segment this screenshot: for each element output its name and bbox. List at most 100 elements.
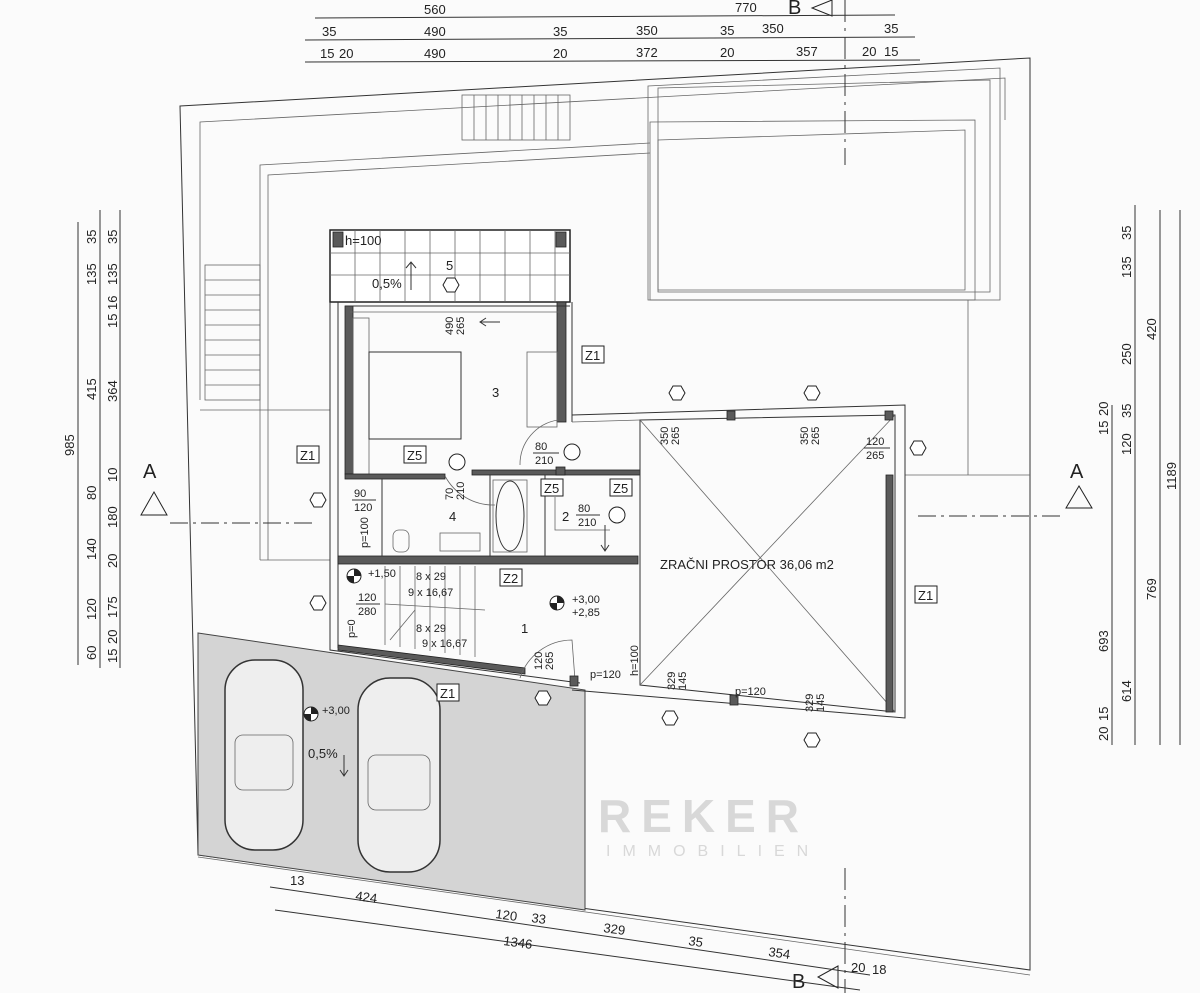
- svg-text:0,5%: 0,5%: [372, 276, 402, 291]
- dimension-top: 560 770 35 490 35 350 35 350 35 15 20 49…: [304, 0, 921, 63]
- tag-z5: Z5: [540, 478, 564, 497]
- svg-text:20: 20: [862, 44, 876, 59]
- svg-text:560: 560: [424, 2, 446, 17]
- svg-text:135: 135: [84, 263, 99, 285]
- svg-text:120: 120: [495, 906, 519, 924]
- svg-text:Z5: Z5: [613, 481, 628, 496]
- svg-text:357: 357: [796, 44, 818, 59]
- svg-text:1346: 1346: [503, 933, 534, 952]
- svg-text:424: 424: [355, 888, 379, 906]
- svg-text:2: 2: [562, 509, 569, 524]
- svg-text:490: 490: [424, 24, 446, 39]
- svg-text:60: 60: [84, 646, 99, 660]
- section-marker-a-right: A: [918, 461, 1093, 517]
- svg-text:9 x 16,67: 9 x 16,67: [408, 587, 453, 599]
- car-icon: [224, 659, 304, 851]
- svg-text:35: 35: [884, 21, 898, 36]
- svg-text:120: 120: [358, 592, 376, 604]
- svg-text:70: 70: [444, 488, 456, 500]
- svg-text:350: 350: [659, 427, 671, 445]
- watermark: REKER IMMOBILIEN: [598, 790, 820, 860]
- svg-text:415: 415: [84, 378, 99, 400]
- svg-text:15: 15: [1096, 421, 1111, 435]
- tag-z2: Z2: [499, 568, 523, 587]
- svg-text:35: 35: [1119, 404, 1134, 418]
- dimension-bottom: 13 424 120 33 329 35 354 20 18 1346: [269, 873, 886, 991]
- svg-text:Z1: Z1: [918, 588, 933, 603]
- svg-text:364: 364: [105, 380, 120, 402]
- car-icon: [357, 677, 441, 873]
- tag-z1: Z1: [914, 585, 938, 604]
- svg-text:15: 15: [1096, 707, 1111, 721]
- pool: [647, 67, 1001, 301]
- bed: [368, 351, 462, 440]
- svg-text:1: 1: [521, 621, 528, 636]
- tag-z1: Z1: [581, 345, 605, 364]
- svg-text:265: 265: [670, 427, 682, 445]
- svg-text:A: A: [1070, 461, 1084, 483]
- svg-text:120: 120: [1119, 433, 1134, 455]
- svg-text:20: 20: [105, 630, 120, 644]
- dimension-left: 985 35 135 415 80 140 120 60 35 135 16 1…: [62, 210, 121, 668]
- svg-text:354: 354: [768, 944, 792, 962]
- svg-text:p=100: p=100: [359, 517, 371, 548]
- tag-z1: Z1: [296, 445, 320, 464]
- svg-text:120: 120: [533, 652, 545, 670]
- svg-text:350: 350: [762, 21, 784, 36]
- interior-staircase: [384, 566, 486, 657]
- svg-text:10: 10: [105, 468, 120, 482]
- hexagon-marker-icons: [309, 277, 927, 748]
- svg-text:15: 15: [884, 44, 898, 59]
- svg-text:0,5%: 0,5%: [308, 746, 338, 761]
- svg-text:20: 20: [339, 46, 353, 61]
- svg-text:210: 210: [455, 482, 467, 500]
- svg-text:20: 20: [720, 45, 734, 60]
- svg-text:329: 329: [666, 672, 678, 690]
- tag-z5: Z5: [609, 478, 633, 497]
- svg-text:35: 35: [322, 24, 336, 39]
- svg-text:140: 140: [84, 538, 99, 560]
- svg-text:h=100: h=100: [345, 233, 382, 248]
- svg-text:693: 693: [1096, 630, 1111, 652]
- svg-text:135: 135: [105, 263, 120, 285]
- svg-text:985: 985: [62, 434, 77, 456]
- svg-text:35: 35: [553, 24, 567, 39]
- toilet: [392, 529, 410, 553]
- svg-text:IMMOBILIEN: IMMOBILIEN: [606, 843, 820, 860]
- svg-text:35: 35: [1119, 226, 1134, 240]
- air-space: ZRAČNI PROSTOR 36,06 m2 p=120: [571, 404, 906, 719]
- svg-text:265: 265: [810, 427, 822, 445]
- svg-text:Z1: Z1: [300, 448, 315, 463]
- svg-text:Z2: Z2: [503, 571, 518, 586]
- svg-text:Z5: Z5: [407, 448, 422, 463]
- svg-text:280: 280: [358, 606, 376, 618]
- svg-text:420: 420: [1144, 318, 1159, 340]
- svg-text:490: 490: [444, 317, 456, 335]
- svg-text:175: 175: [105, 596, 120, 618]
- svg-text:80: 80: [84, 486, 99, 500]
- svg-text:Z1: Z1: [440, 686, 455, 701]
- svg-text:350: 350: [799, 427, 811, 445]
- svg-text:145: 145: [677, 672, 689, 690]
- dimension-right: 35 135 250 20 15 35 120 693 614 15 20 42…: [1096, 205, 1181, 745]
- svg-text:770: 770: [735, 0, 757, 15]
- terrace-outline: [199, 77, 1030, 561]
- svg-text:15: 15: [105, 649, 120, 663]
- svg-text:120: 120: [84, 598, 99, 620]
- svg-text:4: 4: [449, 509, 456, 524]
- svg-text:18: 18: [872, 962, 886, 977]
- svg-text:13: 13: [290, 873, 304, 888]
- svg-text:210: 210: [535, 455, 553, 467]
- svg-text:+3,00: +3,00: [322, 705, 350, 717]
- svg-text:+1,50: +1,50: [368, 568, 396, 580]
- parking-area: 0,5% +3,00: [197, 632, 586, 911]
- svg-text:329: 329: [804, 694, 816, 712]
- svg-text:135: 135: [1119, 256, 1134, 278]
- svg-text:329: 329: [603, 920, 627, 938]
- svg-text:250: 250: [1119, 343, 1134, 365]
